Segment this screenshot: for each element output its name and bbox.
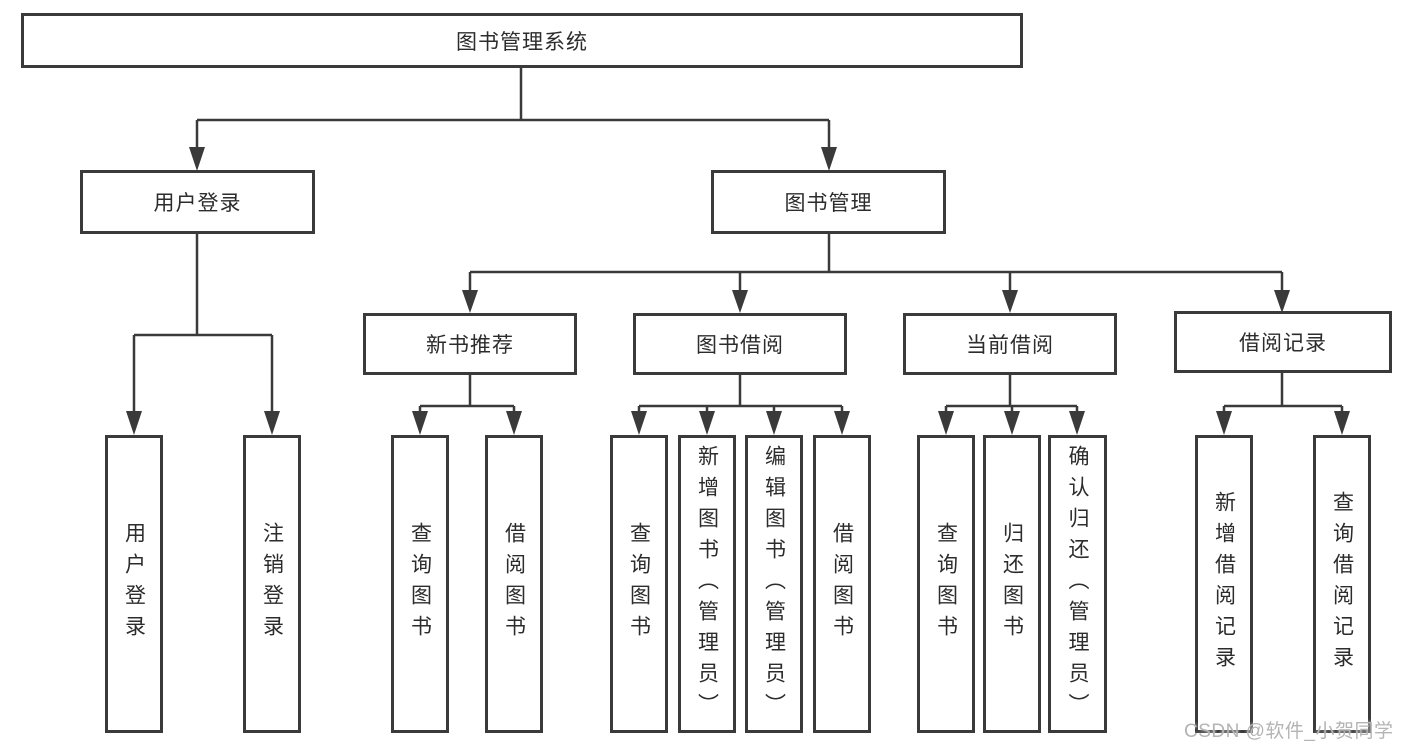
node-label: 新书推荐	[426, 334, 514, 357]
leaf-current-confirm-return-admin: 确认归还（管理员）	[1048, 435, 1107, 733]
leaf-user-login: 用户登录	[105, 435, 163, 733]
node-borrowing-records: 借阅记录	[1174, 311, 1392, 373]
connector-book-borrowing-to-leaves	[631, 375, 850, 435]
node-book-management: 图书管理	[711, 170, 946, 234]
node-label: 图书管理系统	[456, 30, 588, 54]
node-label: 借阅记录	[1239, 332, 1327, 355]
leaf-newbooks-borrow-books: 借阅图书	[485, 435, 543, 733]
node-book-borrowing: 图书借阅	[633, 313, 847, 375]
leaf-borrowing-edit-books-admin: 编辑图书（管理员）	[745, 435, 803, 733]
node-label: 查询图书	[934, 522, 958, 646]
node-label: 用户登录	[153, 192, 242, 215]
node-label: 图书管理	[784, 192, 873, 215]
connector-book-management-to-level3	[462, 234, 1290, 313]
node-label: 用户登录	[122, 522, 146, 646]
leaf-logout: 注销登录	[243, 435, 301, 733]
node-user-login: 用户登录	[80, 170, 315, 234]
node-current-borrowing: 借阅记录 当前借阅	[903, 313, 1117, 375]
leaf-borrowing-query-books: 查询图书	[610, 435, 668, 733]
csdn-watermark: CSDN @软件_小贺同学	[1184, 721, 1394, 742]
node-label: 查询借阅记录	[1330, 491, 1354, 677]
connector-new-book-recommend-to-leaves	[412, 375, 522, 435]
leaf-borrowing-borrow-books: 借阅图书	[813, 435, 871, 733]
leaf-current-return-books: 归还图书	[983, 435, 1041, 733]
node-label: 归还图书	[1000, 522, 1024, 646]
node-label: 借阅图书	[502, 522, 526, 646]
leaf-borrowing-add-books-admin: 新增图书（管理员）	[678, 435, 736, 733]
node-label: 查询图书	[627, 522, 651, 646]
node-label: 当前借阅	[966, 334, 1054, 357]
connector-borrowing-records-to-leaves	[1216, 373, 1350, 435]
connector-user-login-to-leaves	[126, 234, 280, 435]
node-label: 确认归还（管理员）	[1066, 444, 1089, 724]
node-library-management-system: 图书管理系统	[21, 13, 1023, 68]
node-label: 新增借阅记录	[1212, 491, 1236, 677]
node-label: 图书借阅	[696, 334, 784, 357]
node-label: 注销登录	[260, 522, 284, 646]
node-label: 新增图书（管理员）	[695, 444, 719, 724]
leaf-records-add-record: 新增借阅记录	[1195, 435, 1253, 733]
connector-root-to-level2	[189, 68, 837, 171]
connector-current-borrowing-to-leaves	[938, 375, 1085, 435]
node-new-book-recommend: 新书推荐	[363, 313, 577, 375]
leaf-current-query-books: 查询图书	[917, 435, 975, 733]
leaf-newbooks-query-books: 查询图书	[391, 435, 449, 733]
node-label: 编辑图书（管理员）	[762, 444, 786, 724]
node-label: 查询图书	[408, 522, 432, 646]
leaf-records-query-record: 查询借阅记录	[1313, 435, 1371, 733]
node-label: 借阅图书	[830, 522, 854, 646]
